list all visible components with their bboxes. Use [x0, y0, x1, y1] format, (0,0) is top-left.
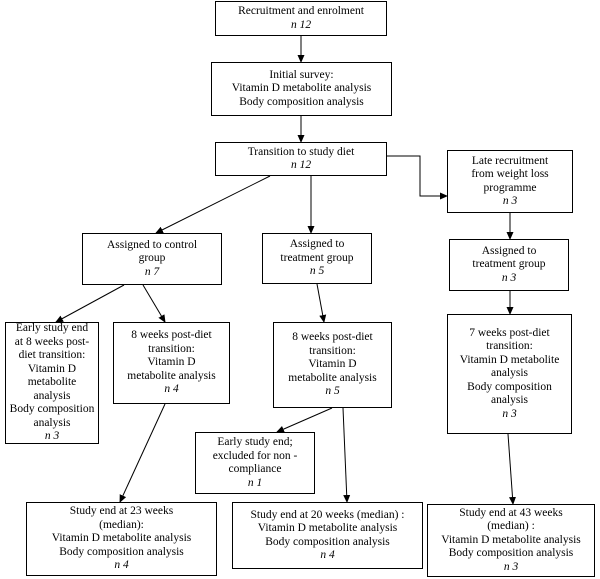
box-count: n 1	[247, 476, 263, 489]
box-text-line: Body composition analysis	[239, 95, 364, 108]
box-text-line: analysis	[33, 389, 71, 402]
box-count: n 3	[503, 560, 519, 573]
box-text-line: treatment group	[280, 251, 354, 264]
box-count: n 3	[44, 430, 60, 443]
box-text-line: group	[138, 252, 166, 265]
box-text-line: Vitamin D	[27, 362, 77, 375]
box-text-line: treatment group	[472, 258, 546, 271]
box-text-line: Vitamin D	[147, 356, 196, 369]
box-count: n 7	[144, 265, 160, 278]
box-text-line: metabolite analysis	[127, 369, 216, 382]
box-count: n 4	[164, 383, 179, 396]
box-text-line: Study end at 20 weeks (median) :	[250, 508, 405, 521]
box-text-line: Vitamin D metabolite analysis	[51, 532, 192, 545]
box-text-line: Transition to study diet	[247, 145, 355, 158]
box-count: n 3	[502, 195, 518, 207]
box-text-line: Body composition analysis	[448, 547, 574, 560]
box-text-line: Late recruitment	[471, 154, 549, 167]
box-count: n 4	[320, 549, 335, 561]
box-text-line: transition:	[148, 342, 195, 355]
box-end-43wk: Study end at 43 weeks(median) :Vitamin D…	[427, 504, 595, 577]
box-text-line: Recruitment and enrolment	[238, 5, 364, 17]
box-text-line: Early study end;	[217, 436, 293, 448]
box-text-line: analysis	[490, 367, 529, 380]
box-count: n 12	[290, 159, 312, 171]
arrow-7wk-to-43wk	[507, 433, 516, 505]
box-count: n 4	[114, 559, 129, 572]
box-text-line: (median):	[99, 518, 144, 531]
box-text-line: Vitamin D	[308, 358, 357, 371]
arrow-control-to-early-end	[55, 284, 125, 323]
box-text-line: transition:	[309, 344, 356, 357]
box-text-line: analysis	[33, 416, 71, 429]
box-text-line: 7 weeks post-diet	[469, 326, 550, 339]
box-text-line: metabolite analysis	[288, 371, 377, 384]
box-text-line: from weight loss	[471, 168, 549, 180]
arrow-transition-to-control	[155, 175, 271, 234]
box-text-line: Study end at 23 weeks	[69, 505, 174, 518]
box-text-line: at 8 weeks post-	[14, 335, 90, 348]
box-count: n 5	[325, 385, 340, 398]
box-text-line: analysis	[490, 394, 529, 407]
box-text-line: Vitamin D metabolite analysis	[257, 522, 398, 534]
box-text-line: 8 weeks post-diet	[292, 331, 373, 344]
box-text-line: excluded for non -	[212, 449, 298, 462]
box-text-line: transition:	[486, 340, 533, 353]
box-text-line: Early study end	[15, 322, 89, 335]
box-text-line: Study end at 43 weeks	[459, 506, 563, 519]
arrow-control-to-8wk	[142, 284, 166, 323]
arrow-8wk-to-20wk	[342, 407, 351, 503]
box-count: n 12	[290, 18, 312, 31]
box-text-line: Body composition analysis	[59, 545, 184, 558]
box-text-line: (median) :	[487, 520, 535, 533]
box-early-excluded: Early study end;excluded for non -compli…	[195, 432, 315, 494]
box-text-line: metabolite	[27, 376, 77, 389]
box-initial-survey: Initial survey:Vitamin D metabolite anal…	[211, 62, 392, 116]
box-text-line: compliance	[228, 463, 282, 475]
box-text-line: Body composition analysis	[265, 535, 390, 548]
arrow-transition-to-late	[387, 155, 448, 200]
box-end-20wk: Study end at 20 weeks (median) :Vitamin …	[232, 502, 423, 569]
box-end-23wk: Study end at 23 weeks(median):Vitamin D …	[26, 502, 217, 576]
box-text-line: Vitamin D metabolite	[459, 353, 560, 366]
box-text-line: Body composition	[467, 380, 552, 393]
box-text-line: Initial survey:	[269, 68, 334, 81]
box-text-line: Vitamin D metabolite analysis	[441, 533, 581, 546]
box-text-line: Assigned to control	[106, 238, 198, 251]
box-text-line: 8 weeks post-diet	[131, 329, 212, 342]
box-text-line: Vitamin D metabolite analysis	[231, 82, 372, 95]
box-text-line: Assigned to	[481, 244, 537, 257]
arrow-treatment-to-8wk	[316, 283, 327, 323]
box-text-line: Assigned to	[289, 238, 345, 251]
box-text-line: Body composition	[9, 403, 95, 416]
box-text-line: programme	[483, 181, 537, 194]
box-text-line: diet transition:	[18, 349, 86, 362]
box-count: n 3	[502, 407, 517, 420]
box-count: n 5	[309, 265, 325, 278]
arrow-8wk-to-23wk	[119, 403, 166, 503]
arrow-8wk-to-excluded	[276, 407, 333, 433]
box-count: n 3	[501, 271, 517, 284]
